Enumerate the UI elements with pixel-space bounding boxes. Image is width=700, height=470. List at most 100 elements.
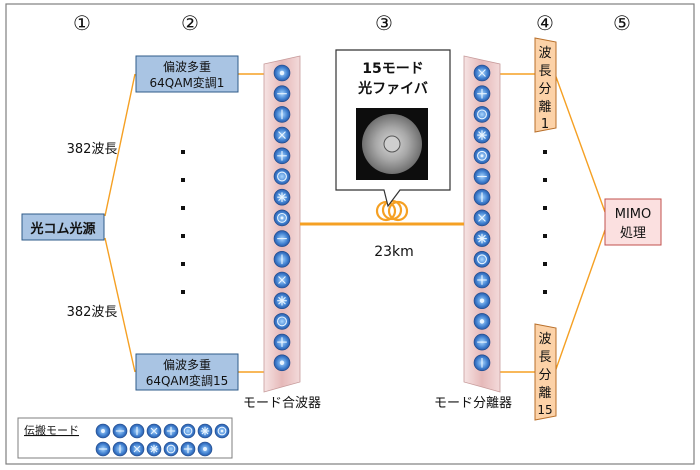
demux-mode-icon-15 xyxy=(473,354,491,372)
demux-mode-icon-8 xyxy=(473,209,491,227)
ellipsis-dot-left-1 xyxy=(181,150,185,154)
ellipsis-dot-right-2 xyxy=(543,178,547,182)
mux-mode-icon-11 xyxy=(273,271,291,289)
mux-mode-icon-15 xyxy=(273,354,291,372)
mux-mode-icon-9 xyxy=(273,230,291,247)
wavelength-demux-1-char-1: 波 xyxy=(538,46,551,61)
demux-mode-icon-14 xyxy=(473,333,491,351)
mux-mode-stack xyxy=(273,64,291,372)
step-3: ③ xyxy=(375,11,393,35)
mux-mode-icon-13 xyxy=(273,313,291,330)
demux-mode-icon-3 xyxy=(473,106,491,123)
mux-mode-icon-2 xyxy=(273,85,291,102)
wavelength-demux-1-char-4: 離 xyxy=(538,100,551,115)
fiber-callout-line2: 光ファイバ xyxy=(357,80,428,97)
demux-mode-icon-4 xyxy=(473,126,491,144)
wavelength-demux-1 xyxy=(534,37,557,133)
mux-mode-icon-12 xyxy=(273,292,291,310)
legend-row2-mode-icon-3 xyxy=(129,441,145,457)
demux-mode-icon-9 xyxy=(473,230,491,247)
demux-mode-icon-12 xyxy=(473,292,491,310)
wavelength-demux-1-char-5: 1 xyxy=(541,117,549,132)
mux-mode-icon-10 xyxy=(273,250,291,268)
step-4: ④ xyxy=(536,11,554,35)
ellipsis-dots-wavelength-demux xyxy=(543,150,547,294)
wavelength-demux-1-char-2: 長 xyxy=(538,64,551,79)
demux-mode-icon-5 xyxy=(473,147,491,165)
step-5: ⑤ xyxy=(613,11,631,35)
modulator-1-line1: 偏波多重 xyxy=(163,59,211,74)
mux-mode-icon-8 xyxy=(273,209,291,227)
ellipsis-dot-right-6 xyxy=(543,290,547,294)
legend-row2-mode-icon-4 xyxy=(146,441,162,457)
ellipsis-dot-left-5 xyxy=(181,262,185,266)
mode-demultiplexer-label: モード分離器 xyxy=(434,396,512,411)
ellipsis-dot-left-4 xyxy=(181,234,185,238)
legend-row2-mode-icon-2 xyxy=(112,441,128,457)
mux-mode-icon-6 xyxy=(273,168,291,185)
mode-multiplexer-label: モード合波器 xyxy=(243,396,321,411)
legend-row1-mode-icon-3 xyxy=(129,423,145,439)
demux-mode-icon-7 xyxy=(473,188,491,206)
legend-row1-mode-icon-2 xyxy=(112,423,128,439)
demux-mode-icon-1 xyxy=(473,64,491,82)
wavelength-demux-15-char-5: 15 xyxy=(537,403,552,417)
legend-label: 伝搬モード xyxy=(24,423,79,437)
demux-mode-icon-6 xyxy=(473,168,491,185)
mux-mode-icon-5 xyxy=(273,147,291,165)
modulator-box-15 xyxy=(135,353,239,391)
legend-row2-mode-icon-1 xyxy=(95,441,111,457)
ellipsis-dot-right-3 xyxy=(543,206,547,210)
modulator-1-line2: 64QAM変調1 xyxy=(150,75,225,90)
modulator-box-1 xyxy=(135,55,239,93)
mimo-line1: MIMO xyxy=(615,207,652,222)
demux-mode-icon-13 xyxy=(473,313,491,330)
modulator-15-line1: 偏波多重 xyxy=(163,357,211,372)
mux-mode-icon-1 xyxy=(273,64,291,82)
light-source-label: 光コム光源 xyxy=(29,221,95,237)
step-1: ① xyxy=(73,11,91,35)
ellipsis-dots-modulators xyxy=(181,150,185,294)
wavelength-demux-15 xyxy=(534,323,557,421)
fiber-core xyxy=(383,135,401,153)
demux-mode-icon-10 xyxy=(473,250,491,268)
ellipsis-dot-left-3 xyxy=(181,206,185,210)
mux-mode-icon-3 xyxy=(273,106,291,123)
wavelength-demux-15-char-4: 離 xyxy=(538,386,551,401)
legend-row2-mode-icon-5 xyxy=(163,441,179,457)
legend-row1-mode-icon-7 xyxy=(197,423,213,439)
light-source-box xyxy=(21,213,105,241)
fiber-callout-line1: 15モード xyxy=(362,61,423,77)
wavelength-demux-1-char-3: 分 xyxy=(538,82,551,97)
wavelength-demux-15-char-3: 分 xyxy=(538,368,551,383)
demux-mode-icon-11 xyxy=(473,271,491,289)
legend-row1-mode-icon-1 xyxy=(95,423,111,439)
wavelength-demux-15-char-1: 波 xyxy=(538,332,551,347)
connection-lines xyxy=(104,73,606,373)
legend-row2-mode-icon-6 xyxy=(180,441,196,457)
mimo-line2: 処理 xyxy=(620,226,646,241)
ellipsis-dot-left-6 xyxy=(181,290,185,294)
legend-row2-mode-icon-7 xyxy=(197,441,213,457)
legend-mode-list xyxy=(95,423,230,457)
ellipsis-dot-right-1 xyxy=(543,150,547,154)
ellipsis-dot-right-4 xyxy=(543,234,547,238)
mimo-box xyxy=(604,198,662,246)
legend-row1-mode-icon-8 xyxy=(214,423,230,439)
modulator-15-line2: 64QAM変調15 xyxy=(146,373,229,388)
mux-mode-icon-14 xyxy=(273,333,291,351)
demux-mode-stack xyxy=(473,64,491,372)
legend-row1-mode-icon-5 xyxy=(163,423,179,439)
wavelength-count-top: 382波長 xyxy=(67,142,118,157)
legend-row1-mode-icon-4 xyxy=(146,423,162,439)
fiber-length: 23km xyxy=(374,244,414,260)
mux-mode-icon-7 xyxy=(273,188,291,206)
ellipsis-dot-left-2 xyxy=(181,178,185,182)
demux-mode-icon-2 xyxy=(473,85,491,102)
ellipsis-dot-right-5 xyxy=(543,262,547,266)
wavelength-count-bottom: 382波長 xyxy=(67,305,118,320)
mux-mode-icon-4 xyxy=(273,126,291,144)
legend-row1-mode-icon-6 xyxy=(180,423,196,439)
